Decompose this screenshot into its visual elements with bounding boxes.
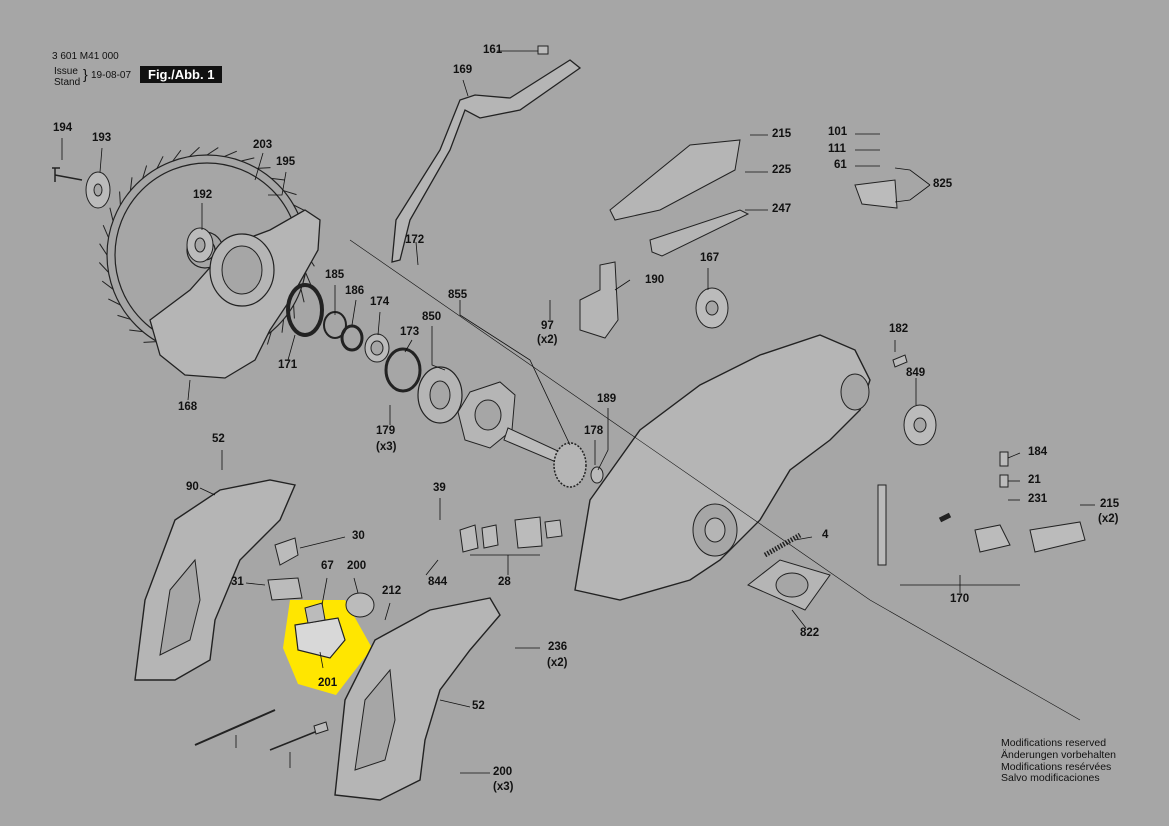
part-label-39: 39 [433, 482, 446, 494]
part-label-28: 28 [498, 576, 511, 588]
part-label-101: 101 [828, 126, 848, 138]
part-label-201: 201 [318, 677, 338, 689]
note-line: Modifications resérvées [1001, 760, 1112, 773]
part-label-52: 52 [212, 433, 225, 445]
part-label-90: 90 [186, 481, 199, 493]
modification-notes: Modifications reserved Änderungen vorbeh… [1001, 737, 1117, 785]
issue-date: 19-08-07 [91, 70, 132, 81]
part-label-215: 215 [772, 128, 792, 140]
part-label-225: 225 [772, 164, 792, 176]
part-label-173: 173 [400, 326, 420, 338]
quantity-label: (x2) [537, 334, 558, 346]
part-label-200: 200 [493, 766, 513, 778]
part-label-178: 178 [584, 425, 604, 437]
stand-label: Stand [54, 77, 81, 88]
part-label-200: 200 [347, 560, 367, 572]
part-label-161: 161 [483, 44, 503, 56]
part-label-850: 850 [422, 311, 442, 323]
doc-number: 3 601 M41 000 [52, 51, 119, 62]
part-label-182: 182 [889, 323, 909, 335]
brace: } [83, 66, 88, 82]
part-label-168: 168 [178, 401, 198, 413]
part-label-231: 231 [1028, 493, 1048, 505]
part-label-111: 111 [828, 143, 846, 155]
part-label-67: 67 [321, 560, 334, 572]
part-label-172: 172 [405, 234, 425, 246]
lever-169 [391, 59, 582, 263]
part-label-194: 194 [53, 122, 73, 134]
ring-171 [286, 283, 324, 337]
part-label-184: 184 [1028, 446, 1048, 458]
part-label-171: 171 [278, 359, 298, 371]
motor-housing [574, 334, 871, 601]
part-label-193: 193 [92, 132, 112, 144]
part-label-855: 855 [448, 289, 468, 301]
quantity-label: (x2) [547, 657, 568, 669]
figure-label: Fig./Abb. 1 [140, 66, 223, 83]
part-label-215: 215 [1100, 498, 1120, 510]
note-line: Modifications reserved [1001, 737, 1107, 749]
part-label-97: 97 [541, 320, 554, 332]
part-label-21: 21 [1028, 474, 1041, 486]
quantity-label: (x3) [493, 781, 514, 793]
part-label-52: 52 [472, 700, 485, 712]
part-label-203: 203 [253, 139, 273, 151]
part-label-167: 167 [700, 252, 720, 264]
part-label-169: 169 [453, 64, 473, 76]
part-label-212: 212 [382, 585, 402, 597]
part-label-61: 61 [834, 159, 847, 171]
part-label-174: 174 [370, 296, 390, 308]
part-label-825: 825 [933, 178, 953, 190]
quantity-label: (x2) [1098, 513, 1119, 525]
part-label-192: 192 [193, 189, 213, 201]
part-label-4: 4 [822, 529, 829, 541]
quantity-label: (x3) [376, 441, 397, 453]
part-label-849: 849 [906, 367, 926, 379]
part-label-186: 186 [345, 285, 365, 297]
part-label-236: 236 [548, 641, 568, 653]
part-label-247: 247 [772, 203, 792, 215]
part-label-179: 179 [376, 425, 396, 437]
part-label-30: 30 [352, 530, 365, 542]
part-label-195: 195 [276, 156, 296, 168]
part-label-844: 844 [428, 576, 448, 588]
part-label-189: 189 [597, 393, 617, 405]
part-label-31: 31 [231, 576, 244, 588]
note-line: Änderungen vorbehalten [1001, 748, 1117, 761]
note-line: Salvo modificaciones [1001, 772, 1100, 785]
part-label-185: 185 [325, 269, 345, 281]
part-label-822: 822 [800, 627, 820, 639]
part-label-170: 170 [950, 593, 970, 605]
part-label-190: 190 [645, 274, 665, 286]
issue-label: Issue [54, 66, 78, 77]
